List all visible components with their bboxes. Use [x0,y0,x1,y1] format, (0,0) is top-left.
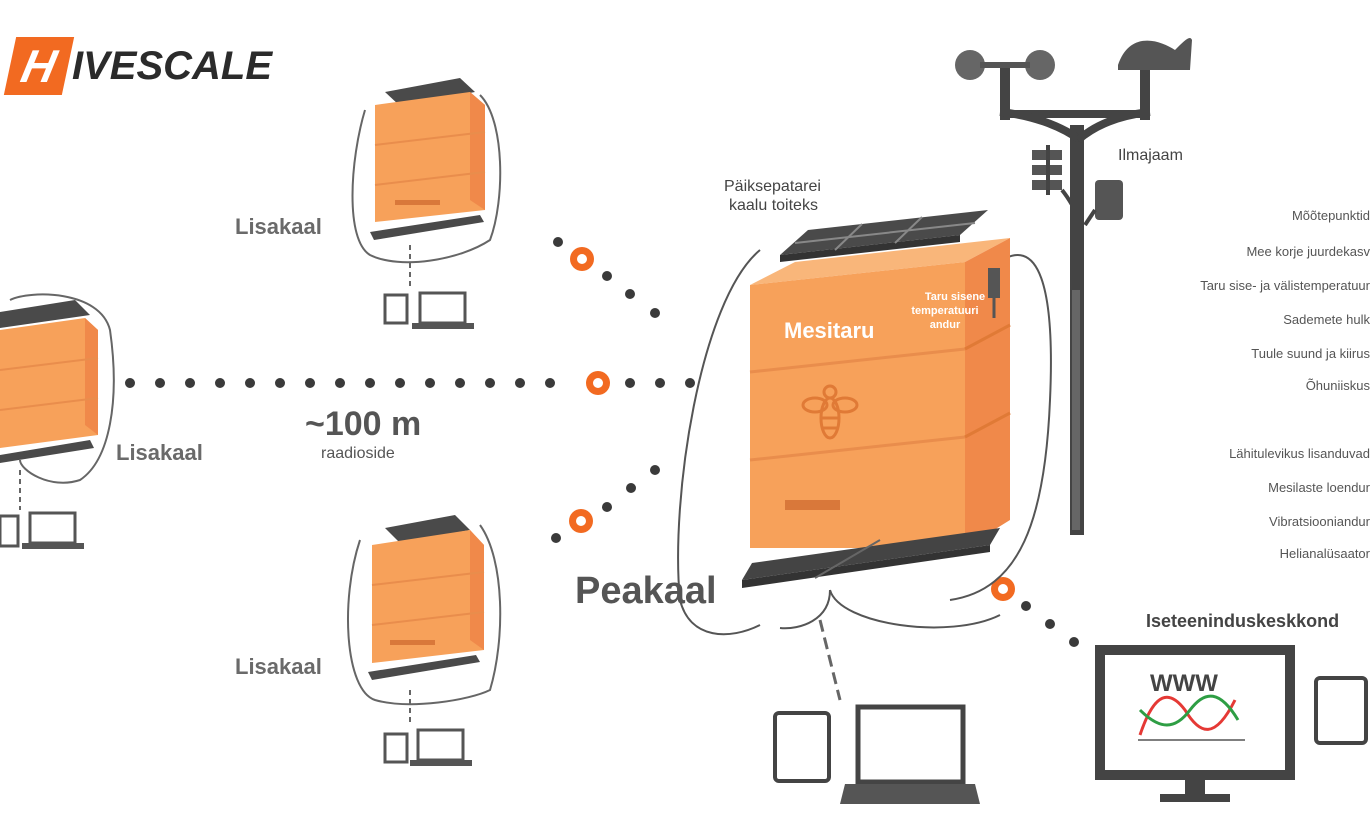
distance-label: ~100 m [305,405,422,443]
hivescale-logo: H IVESCALE [0,36,272,96]
radio-link-top [553,237,660,318]
service-devices [1095,645,1368,802]
feature-item: Tuule suund ja kiirus [1251,346,1370,361]
feature-item: Vibratsiooniandur [1269,514,1370,529]
feature-item: Taru sise- ja välistemperatuur [1200,278,1370,293]
feature-item: Mõõtepunktid [1291,208,1370,223]
radio-link-bottom [551,465,660,543]
radio-link-service [1021,601,1079,647]
radio-node-top [570,247,594,271]
chart-green-line [1138,694,1240,727]
lisakaal-label-bottom: Lisakaal [235,654,322,679]
logo-wordmark: IVESCALE [72,43,273,88]
radio-link-left [125,378,695,388]
main-hive [677,210,1052,636]
radio-node-service [991,577,1015,601]
main-scale [742,528,1000,580]
radio-node-left [586,371,610,395]
radio-node-bottom [569,509,593,533]
weather-station [955,38,1192,535]
www-label: WWW [1150,670,1218,697]
lisakaal-label-top: Lisakaal [235,214,322,239]
logo-h-mark: H [3,37,75,95]
feature-item: Mesilaste loendur [1268,480,1370,495]
hive-small-bottom [347,515,502,766]
sensor-label-line2: temperatuuri [911,305,979,317]
feature-item: Lähitulevikus lisanduvad [1229,446,1370,461]
sensor-label-line3: andur [929,319,961,331]
lisakaal-label-left: Lisakaal [116,440,203,465]
feature-item: Sademete hulk [1283,312,1370,327]
peakaal-label: Peakaal [575,570,717,612]
bee-icon [801,384,859,440]
feature-item: Mee korje juurdekasv [1246,244,1370,259]
solar-label-line2: kaalu toiteks [729,197,818,214]
feature-item: Helianalüsaator [1279,546,1370,561]
feature-item: Õhuniiskus [1305,378,1370,393]
main-devices [773,619,980,804]
hive-small-left [0,293,115,549]
solar-label-line1: Päiksepatarei [724,178,821,195]
mesitaru-label: Mesitaru [784,318,875,343]
ilmajaam-label: Ilmajaam [1118,147,1183,164]
radio-label: raadioside [321,445,395,462]
sensor-label-line1: Taru sisene [924,291,986,303]
service-label: Iseteeninduskeskkond [1146,611,1340,631]
hive-small-top [351,78,502,329]
chart-red-line [1138,695,1237,736]
